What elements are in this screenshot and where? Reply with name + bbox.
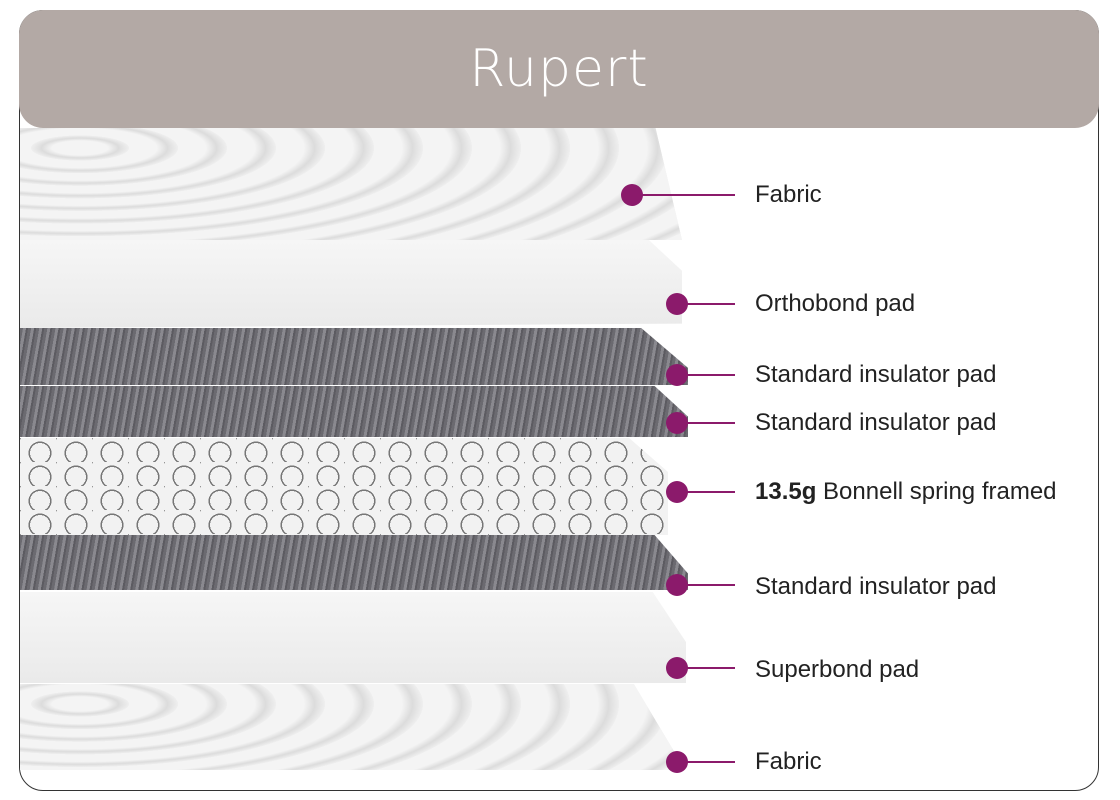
layer-label: Fabric	[755, 181, 822, 208]
leader-line	[677, 667, 735, 669]
layer-label: Standard insulator pad	[755, 361, 997, 388]
layer-insulator-pad-2	[20, 386, 688, 437]
layer-insulator-pad-3	[20, 535, 688, 590]
leader-line	[677, 303, 735, 305]
leader-line	[677, 422, 735, 424]
layer-orthobond-pad	[20, 240, 682, 328]
leader-line	[677, 584, 735, 586]
leader-line	[677, 761, 735, 763]
layer-superbond-pad	[20, 592, 686, 683]
layer-fabric-bottom	[20, 684, 680, 770]
layer-label: Standard insulator pad	[755, 573, 997, 600]
leader-line	[632, 194, 735, 196]
leader-line	[677, 374, 735, 376]
layer-label: Fabric	[755, 748, 822, 775]
spring-label: Bonnell spring framed	[823, 478, 1057, 505]
leader-line	[677, 491, 735, 493]
layer-label: Superbond pad	[755, 656, 920, 683]
layer-fabric-top	[20, 128, 682, 240]
page-title: Rupert	[469, 39, 649, 99]
layer-label: Standard insulator pad	[755, 409, 997, 436]
layer-bonnell-spring	[20, 438, 668, 535]
layer-label: Orthobond pad	[755, 290, 916, 317]
layer-insulator-pad-1	[20, 328, 688, 385]
header-banner: Rupert	[19, 10, 1099, 128]
spring-gauge: 13.5g	[755, 478, 817, 505]
layer-label: 13.5g Bonnell spring framed	[755, 478, 1057, 506]
